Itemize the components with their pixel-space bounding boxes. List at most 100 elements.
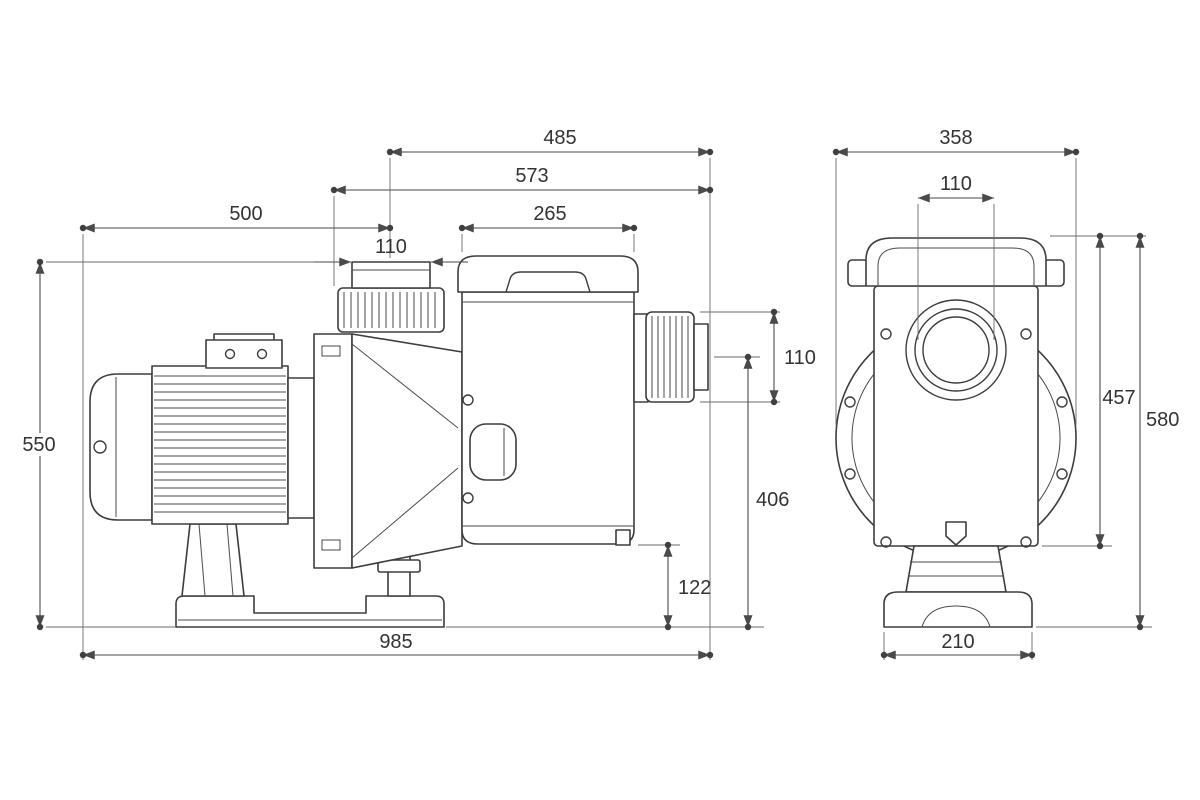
flange-bolt (880, 536, 892, 548)
dim-110-outlet-label: 110 (784, 347, 816, 369)
motor-end-cap (89, 373, 153, 521)
terminal-screw-right (256, 348, 268, 360)
front-view (835, 237, 1077, 628)
outlet-union (633, 311, 709, 403)
motor-body (151, 365, 289, 525)
flange-bolt (844, 468, 856, 480)
dim-dot (1136, 623, 1144, 631)
dim-265-label: 265 (533, 203, 566, 225)
dim-dot (1096, 542, 1104, 550)
lid-handle (505, 271, 591, 293)
front-body (873, 285, 1039, 547)
dim-580: 580 (1135, 235, 1179, 628)
front-lid-inner (877, 247, 1035, 286)
motor-foot (181, 523, 245, 597)
dim-dot (664, 541, 672, 549)
front-pedestal (905, 545, 1007, 593)
drain-plug (615, 529, 631, 546)
flange-bolt (1056, 396, 1068, 408)
flange-bolt (880, 328, 892, 340)
dim-122: 122 (663, 544, 711, 628)
dim-dot (706, 651, 714, 659)
dim-110-neck: 110 (314, 236, 468, 267)
dim-dot (1096, 232, 1104, 240)
volute-lines (351, 343, 459, 559)
flange-bolts (844, 328, 1068, 548)
dimensions: 485 573 500 265 110 110 (16, 127, 1179, 660)
strainer-tank (457, 255, 639, 546)
lid-ear-right (1043, 259, 1065, 287)
dim-dot (36, 623, 44, 631)
dim-485-label: 485 (543, 127, 576, 149)
dim-573-label: 573 (515, 165, 548, 187)
flange-bolt (1020, 536, 1032, 548)
dim-dot (386, 224, 394, 232)
motor-flange-adapter (287, 377, 315, 519)
dim-dot (744, 623, 752, 631)
flange-bolt (1056, 468, 1068, 480)
terminal-screw-left (224, 348, 236, 360)
dim-110-neck-label: 110 (375, 236, 407, 258)
dim-406-label: 406 (756, 489, 789, 511)
dim-dot (630, 224, 638, 232)
motor-cap-hub (93, 440, 107, 454)
dim-dot (386, 148, 394, 156)
dim-110-inlet-label: 110 (940, 173, 972, 195)
dim-dot (79, 651, 87, 659)
dim-dot (770, 308, 778, 316)
dim-500: 500 (82, 203, 391, 233)
motor-foot-lines (198, 523, 234, 597)
pump-foot-clamp (377, 559, 421, 573)
front-base-arch (921, 605, 991, 628)
bottom-plug (945, 521, 967, 546)
hub-screw-top (462, 394, 474, 406)
union-nut-ribs (343, 292, 436, 328)
dim-dot (1028, 651, 1036, 659)
dim-485: 485 (389, 127, 711, 157)
dim-457: 457 (1095, 235, 1136, 547)
inlet-port (905, 299, 1007, 401)
dim-dot (770, 398, 778, 406)
inlet-circle-inner (922, 316, 990, 384)
front-lid (865, 237, 1047, 287)
extension-lines-side (46, 158, 780, 660)
dim-dot (664, 623, 672, 631)
inlet-circle-mid (914, 308, 998, 392)
mounting-flange (313, 333, 353, 569)
dim-dot (744, 353, 752, 361)
dim-dot (330, 186, 338, 194)
dim-985-label: 985 (379, 631, 412, 653)
dim-358-label: 358 (939, 127, 972, 149)
motor (89, 333, 315, 525)
top-union (337, 261, 445, 333)
flange-bolt (844, 396, 856, 408)
motor-fins (154, 375, 286, 513)
dim-dot (706, 148, 714, 156)
dim-500-label: 500 (229, 203, 262, 225)
dim-406: 406 (743, 356, 789, 628)
flange-bolt (1020, 328, 1032, 340)
hub-screw-bottom (462, 492, 474, 504)
dim-550: 550 (16, 261, 63, 628)
seal-housing (462, 394, 517, 504)
front-base (883, 591, 1033, 628)
outlet-spigot (693, 323, 709, 391)
dim-358: 358 (835, 127, 1077, 157)
side-view (89, 255, 709, 628)
dim-dot (880, 651, 888, 659)
pump-casing (313, 333, 463, 569)
dim-985: 985 (82, 631, 711, 660)
side-base (175, 595, 445, 628)
tank-lid (457, 255, 639, 293)
front-pedestal-lines (908, 561, 1004, 577)
tank-seams (462, 301, 634, 527)
dim-110-outlet: 110 (769, 311, 816, 403)
terminal-box (205, 339, 283, 369)
union-collar (351, 261, 431, 289)
dim-dot (458, 224, 466, 232)
dim-dot (832, 148, 840, 156)
dimension-dots (36, 148, 1144, 659)
dim-265: 265 (461, 203, 635, 233)
